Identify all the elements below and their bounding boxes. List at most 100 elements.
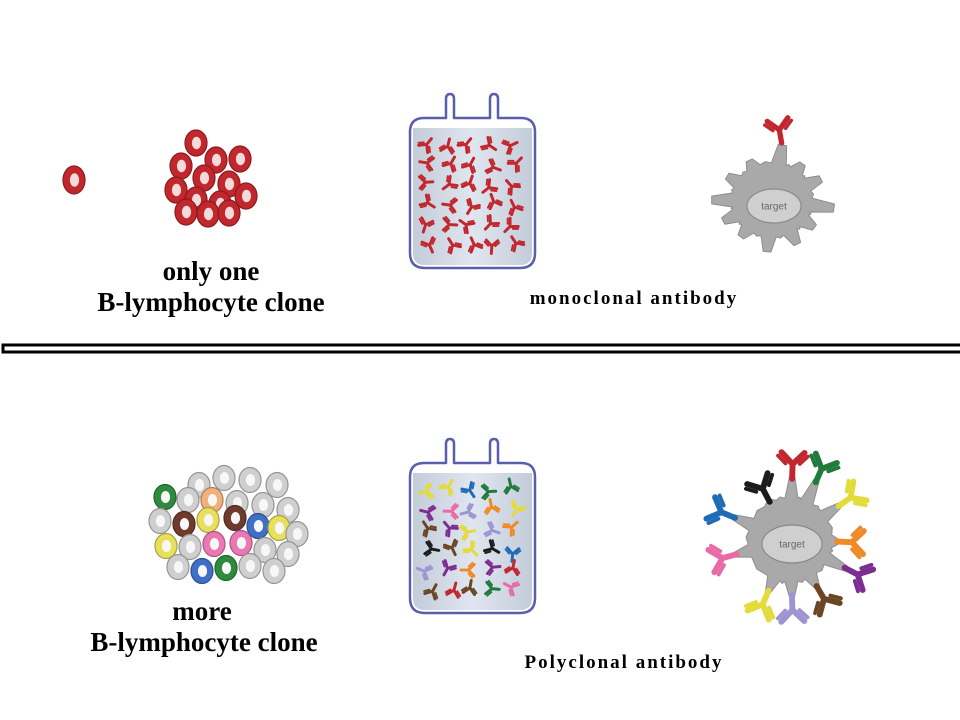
antibody-heavy-chain: [459, 562, 476, 578]
antibody-heavy-chain: [483, 539, 501, 554]
antibody: [705, 543, 740, 577]
antibody: [480, 483, 498, 501]
antibody-light-chain: [508, 204, 524, 215]
antibody: [505, 179, 522, 196]
cell-center: [191, 136, 202, 150]
antibody-heavy-chain: [502, 582, 521, 597]
antibody-heavy-chain: [461, 579, 476, 596]
antibody-type-label: Polyclonal antibody: [525, 652, 724, 673]
antibody-heavy-chain: [417, 175, 435, 190]
antibody-light-chain: [506, 217, 520, 230]
target-cell-nucleus: [746, 188, 802, 224]
antibody-light-chain: [775, 608, 810, 621]
antibody-heavy-chain: [505, 179, 522, 196]
antibody: [418, 155, 436, 172]
antibody: [775, 592, 810, 625]
cell-center: [185, 541, 196, 553]
antibody-light-chain: [852, 562, 874, 594]
b-lymphocyte-cells: [148, 464, 309, 585]
antibody-light-chain: [844, 478, 868, 508]
antibody: [510, 235, 526, 253]
cell-center: [207, 494, 218, 506]
antibody-light-chain: [503, 484, 520, 493]
antibody: [508, 198, 524, 217]
antibody-heavy-chain: [744, 470, 773, 505]
culture-flask: [408, 437, 537, 615]
b-cell: [262, 557, 286, 585]
b-cell: [62, 165, 86, 195]
antibody-heavy-chain: [764, 115, 791, 146]
b-cell: [229, 529, 253, 557]
b-cell: [214, 554, 238, 582]
antibody: [438, 479, 454, 497]
antibody-light-chain: [483, 483, 490, 501]
antibody-heavy-chain: [503, 216, 520, 234]
antibody: [459, 561, 476, 579]
antibody: [444, 581, 462, 599]
antibody: [459, 502, 477, 520]
antibody-light-chain: [461, 524, 469, 541]
monoclonal-section: only one B-lymphocyte clone target monoc…: [62, 92, 835, 317]
b-cell: [176, 486, 200, 514]
antibody-light-chain: [502, 139, 513, 155]
antibody-light-chain: [504, 548, 522, 556]
cell-center: [173, 561, 184, 573]
cell-center: [199, 171, 210, 185]
b-cell: [234, 182, 258, 210]
antibody-heavy-chain: [504, 559, 519, 576]
antibody-heavy-chain: [420, 236, 435, 254]
cell-center: [203, 514, 214, 526]
target-cell-nucleus: [761, 524, 823, 564]
antibody-heavy-chain: [778, 449, 808, 482]
antibody: [441, 155, 457, 173]
antibody: [501, 139, 519, 155]
antibody-light-chain: [706, 493, 726, 526]
antibody-heavy-chain: [447, 237, 462, 255]
antibody: [460, 156, 476, 174]
antibody-heavy-chain: [445, 581, 460, 599]
antibody-heavy-chain: [484, 560, 502, 575]
b-cell: [228, 145, 252, 173]
antibody: [486, 192, 503, 211]
b-cell: [202, 530, 226, 558]
antibody-light-chain: [763, 118, 794, 133]
antibody-heavy-chain: [509, 198, 524, 217]
antibody-light-chain: [486, 214, 500, 227]
b-cell: [164, 176, 188, 204]
antibody-type-label: monoclonal antibody: [530, 288, 739, 309]
antibody-light-chain: [444, 215, 451, 233]
antibody-heavy-chain: [456, 137, 473, 154]
antibody: [442, 520, 459, 538]
b-cell: [251, 491, 275, 519]
antibody-light-chain: [441, 560, 457, 571]
antibody-light-chain: [420, 237, 436, 248]
antibody: [503, 559, 521, 576]
antibody-heavy-chain: [484, 580, 501, 596]
antibody-heavy-chain: [511, 500, 526, 518]
b-cell: [276, 540, 300, 568]
antibody-light-chain: [743, 472, 775, 494]
clone-label-line2: B-lymphocyte clone: [90, 627, 317, 657]
cell-center: [211, 153, 222, 167]
cell-center: [221, 562, 232, 574]
cell-center: [236, 537, 247, 549]
antibody: [423, 583, 439, 601]
antibody-heavy-chain: [441, 216, 459, 232]
b-cell: [238, 466, 262, 494]
antibodies-in-solution: [415, 477, 526, 601]
antibody: [483, 521, 501, 538]
flask-outline: [408, 437, 537, 615]
cell-center: [224, 177, 235, 191]
culture-flask: [408, 92, 537, 270]
antibody-heavy-chain: [418, 193, 436, 209]
antibody-heavy-chain: [483, 214, 501, 231]
b-cell: [253, 536, 277, 564]
clone-label-line1: more: [172, 596, 231, 626]
antibody-heavy-chain: [418, 156, 436, 172]
clone-label-line1: only one: [163, 256, 260, 286]
antibody-light-chain: [466, 199, 481, 210]
antibody-light-chain: [442, 540, 459, 551]
b-cell: [285, 520, 309, 548]
cell-center: [235, 152, 246, 166]
